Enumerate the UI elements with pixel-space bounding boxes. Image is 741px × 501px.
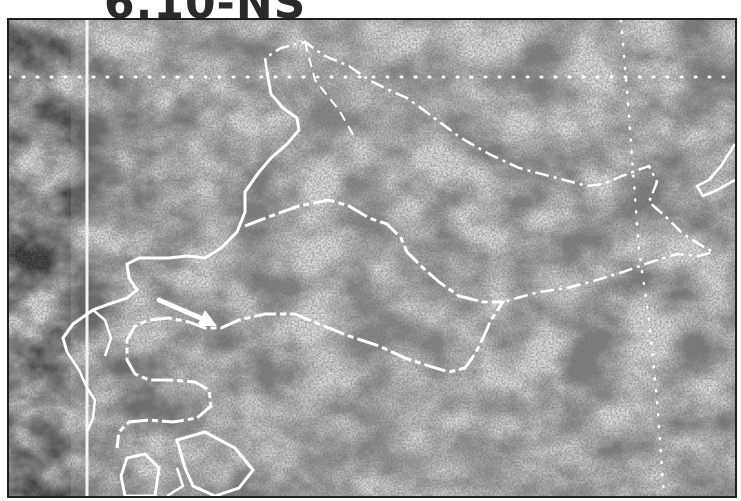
coastline-west-solid <box>61 71 301 353</box>
coastline-north-dashdot <box>263 40 717 304</box>
island-south-b <box>119 452 161 496</box>
satellite-image-frame <box>7 18 737 498</box>
arrow-pointer-icon <box>156 297 217 326</box>
coastline-bay <box>92 309 113 357</box>
film-grain <box>9 20 735 496</box>
coastline-southwest <box>65 351 97 433</box>
coastline-east-island <box>695 143 735 198</box>
satellite-image <box>9 20 735 496</box>
coastline-central <box>115 198 506 449</box>
island-south-c <box>166 467 185 496</box>
inner-boundary-north <box>304 41 356 139</box>
island-south-a <box>175 430 255 496</box>
